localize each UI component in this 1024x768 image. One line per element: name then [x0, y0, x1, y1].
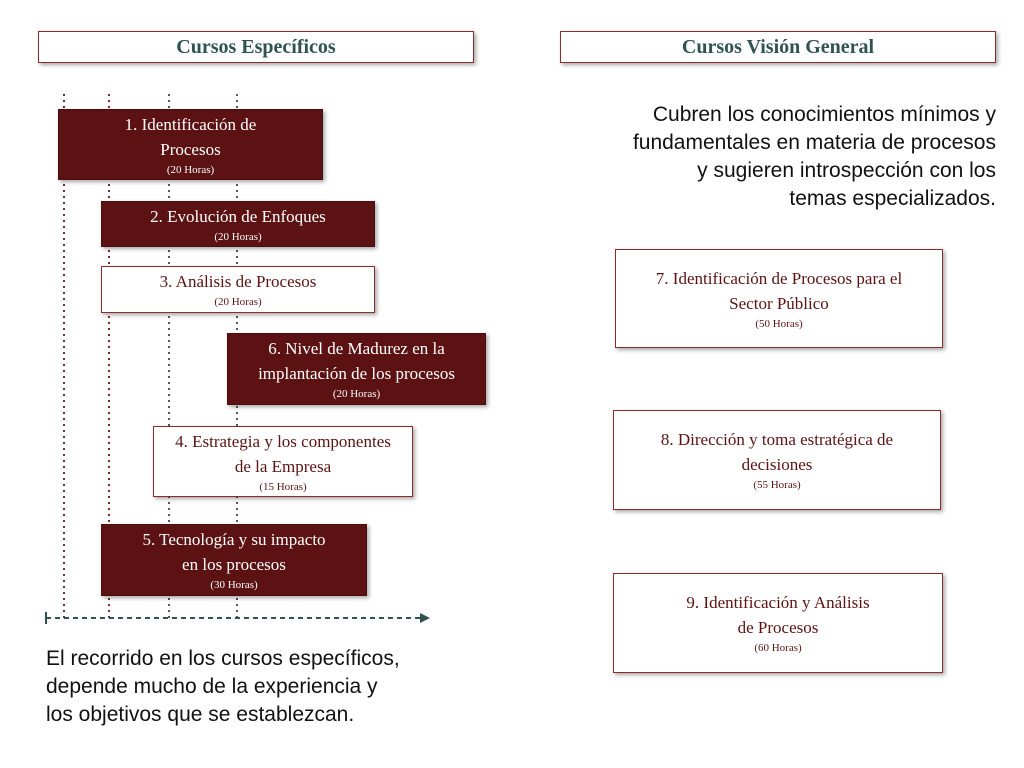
course-hours: (20 Horas): [214, 296, 262, 308]
course-title: 6. Nivel de Madurez en la implantación d…: [258, 339, 455, 383]
course-box-8[interactable]: 8. Dirección y toma estratégica de decis…: [613, 410, 941, 510]
header-general-label: Cursos Visión General: [681, 35, 875, 58]
course-box-1[interactable]: 1. Identificación de Procesos (20 Horas): [58, 109, 323, 180]
course-title: 1. Identificación de Procesos: [124, 114, 257, 159]
course-box-3[interactable]: 3. Análisis de Procesos (20 Horas): [101, 266, 375, 313]
course-hours: (20 Horas): [214, 230, 262, 243]
header-specific-label: Cursos Específicos: [176, 35, 336, 58]
header-specific-courses: Cursos Específicos: [38, 31, 474, 63]
course-title: 4. Estrategia y los componentes de la Em…: [175, 431, 391, 476]
course-hours: (20 Horas): [166, 163, 215, 176]
course-title: 5. Tecnología y su impacto en los proces…: [142, 530, 326, 574]
course-hours: (55 Horas): [753, 479, 801, 491]
course-box-9[interactable]: 9. Identificación y Análisis de Procesos…: [613, 573, 943, 673]
course-title: 9. Identificación y Análisis de Procesos: [686, 593, 870, 637]
course-box-6[interactable]: 6. Nivel de Madurez en la implantación d…: [227, 333, 486, 405]
left-description: El recorrido en los cursos específicos, …: [46, 647, 400, 726]
course-hours: (50 Horas): [755, 317, 803, 330]
course-hours: (60 Horas): [754, 642, 802, 654]
course-hours: (20 Horas): [332, 388, 381, 400]
right-description: Cubren los conocimientos mínimos y funda…: [632, 103, 996, 210]
course-hours: (15 Horas): [259, 480, 307, 493]
course-title: 7. Identificación de Procesos para el Se…: [655, 268, 903, 313]
course-box-2[interactable]: 2. Evolución de Enfoques (20 Horas): [101, 201, 375, 247]
course-box-7[interactable]: 7. Identificación de Procesos para el Se…: [615, 249, 943, 348]
header-general-courses: Cursos Visión General: [560, 31, 996, 63]
course-box-4[interactable]: 4. Estrategia y los componentes de la Em…: [153, 426, 413, 497]
timeline-arrowhead: [420, 613, 430, 623]
course-box-5[interactable]: 5. Tecnología y su impacto en los proces…: [101, 524, 367, 596]
course-title: 2. Evolución de Enfoques: [150, 206, 326, 226]
course-hours: (30 Horas): [210, 579, 258, 591]
course-title: 8. Dirección y toma estratégica de decis…: [660, 430, 894, 474]
course-title: 3. Análisis de Procesos: [159, 272, 317, 291]
